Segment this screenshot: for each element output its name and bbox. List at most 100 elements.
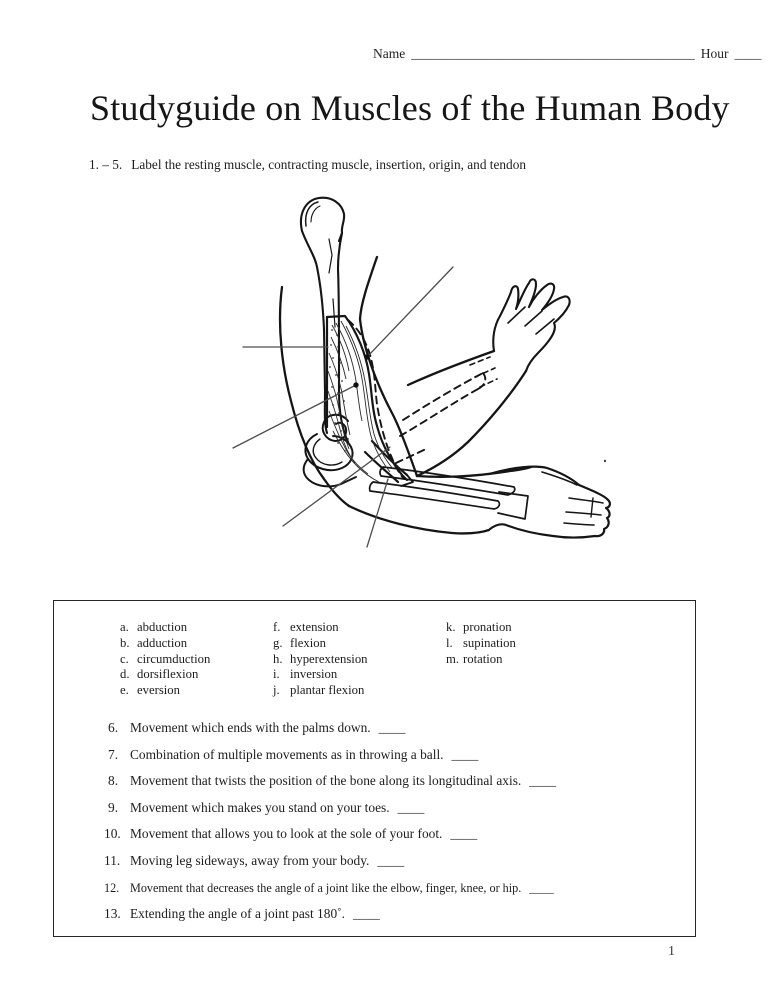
word-bank-column-3: k. pronation l. supination m.rotation	[446, 620, 516, 667]
word-bank-term: rotation	[463, 651, 503, 666]
question-row: 8. Movement that twists the position of t…	[104, 768, 556, 795]
answer-blank: ____	[450, 826, 478, 842]
question-text: Extending the angle of a joint past 180˚…	[130, 906, 345, 922]
word-bank-term: abduction	[137, 620, 188, 634]
raised-open-hand	[492, 278, 571, 373]
question-text: Movement which ends with the palms down.	[130, 720, 371, 735]
answer-blank: ____	[529, 773, 557, 789]
word-bank-letter: f.	[273, 620, 281, 634]
question-number: 9.	[108, 799, 119, 815]
question-text: Movement that allows you to look at the …	[130, 826, 443, 842]
muscle-fiber-hatching	[327, 320, 394, 483]
word-bank-term: dorsiflexion	[137, 667, 199, 682]
question-number: 13.	[104, 906, 121, 922]
name-hour-header: Name____________________________________…	[373, 46, 761, 62]
word-bank-term: flexion	[290, 635, 326, 650]
leader-line-contracting-muscle	[232, 384, 357, 449]
name-line: ________________________________________…	[411, 46, 695, 61]
question-row: 9. Movement which makes you stand on your…	[104, 795, 556, 822]
instruction-line: 1. – 5. Label the resting muscle, contrac…	[89, 157, 526, 173]
contracting-muscle	[325, 314, 414, 487]
question-text: Movement that twists the position of the…	[130, 773, 522, 789]
answer-blank: ____	[352, 906, 380, 922]
word-bank-column-2: f. extension g. flexion h. hyperextension i…	[273, 620, 368, 699]
arm-diagram-figure	[220, 195, 630, 575]
muscle-stipple-dots	[329, 329, 353, 458]
word-bank-letter: j.	[273, 683, 280, 698]
word-bank-item: g. flexion	[273, 636, 368, 652]
forearm-bones	[368, 466, 529, 520]
word-bank-item: j. plantar flexion	[273, 683, 368, 699]
answer-blank: ____	[397, 799, 425, 815]
question-row: 13. Extending the angle of a joint past 1…	[104, 901, 556, 928]
question-text: Combination of multiple movements as in …	[130, 746, 444, 762]
answer-blank: ____	[529, 880, 554, 895]
page-number: 1	[668, 944, 675, 959]
word-bank-letter: g.	[273, 635, 283, 650]
word-bank-item: a. abduction	[120, 620, 210, 636]
answer-blank: ____	[378, 720, 406, 735]
leader-line-dots	[353, 354, 370, 388]
answer-blank: ____	[377, 852, 405, 868]
word-bank-letter: a.	[120, 620, 129, 634]
resting-muscle-dashed-outline	[347, 319, 487, 480]
word-bank-item: i. inversion	[273, 667, 368, 683]
question-row: 10. Movement that allows you to look at t…	[104, 821, 556, 848]
word-bank-letter: d.	[120, 667, 130, 682]
word-bank-item: k. pronation	[446, 620, 516, 636]
word-bank-term: eversion	[137, 683, 180, 698]
word-bank-term: hyperextension	[290, 651, 368, 666]
instruction-range: 1. – 5.	[89, 157, 123, 172]
name-label: Name	[373, 46, 406, 61]
question-row: 11. Moving leg sideways, away from your b…	[104, 848, 556, 875]
word-bank-letter: c.	[120, 651, 129, 666]
word-bank-letter: e.	[120, 683, 129, 698]
question-number: 6.	[108, 720, 119, 735]
raised-forearm	[406, 349, 528, 478]
question-text: Movement which makes you stand on your t…	[130, 799, 390, 815]
word-bank-term: inversion	[290, 667, 338, 682]
question-number: 10.	[104, 826, 121, 842]
word-bank-letter: l.	[446, 635, 453, 650]
word-bank-term: extension	[290, 620, 339, 634]
extended-hand	[487, 465, 611, 539]
question-box: a.abduction b.adduction c.circumduction …	[53, 600, 696, 937]
leader-line-insertion	[366, 478, 389, 548]
wrist-dash-marks	[469, 356, 498, 388]
question-number: 12.	[104, 880, 120, 895]
word-bank-term: plantar flexion	[290, 683, 365, 698]
word-bank-letter: i.	[273, 667, 280, 682]
question-number: 11.	[104, 852, 121, 868]
word-bank-letter: k.	[446, 620, 456, 634]
word-bank-item: h. hyperextension	[273, 652, 368, 668]
leader-line-resting-muscle	[366, 266, 454, 358]
word-bank-item: c. circumduction	[120, 652, 210, 668]
word-bank-term: supination	[463, 635, 516, 650]
hour-line: ____	[734, 46, 762, 61]
label-leader-lines	[232, 266, 454, 548]
hour-label: Hour	[700, 46, 729, 61]
question-row: 6. Movement which ends with the palms dow…	[104, 715, 556, 742]
question-row: 12. Movement that decreases the angle of …	[104, 875, 556, 902]
question-row: 7. Combination of multiple movements as i…	[104, 742, 556, 769]
word-bank-term: pronation	[463, 620, 512, 634]
word-bank-item: l. supination	[446, 636, 516, 652]
instruction-text: Label the resting muscle, contracting mu…	[131, 157, 526, 172]
ink-speck	[603, 459, 607, 463]
word-bank-item: m.rotation	[446, 652, 516, 668]
word-bank-letter: h.	[273, 651, 283, 666]
word-bank-item: f. extension	[273, 620, 368, 636]
questions-list: 6. Movement which ends with the palms dow…	[104, 715, 556, 928]
humerus-bone	[299, 196, 350, 444]
word-bank-item: e. eversion	[120, 683, 210, 699]
page-title: Studyguide on Muscles of the Human Body	[90, 88, 730, 128]
question-text: Moving leg sideways, away from your body…	[130, 852, 370, 868]
question-number: 7.	[108, 746, 119, 762]
leader-line-tendon	[282, 446, 391, 527]
word-bank-term: adduction	[137, 635, 188, 650]
elbow-joint-bones	[302, 413, 357, 488]
question-text: Movement that decreases the angle of a j…	[130, 880, 522, 895]
question-number: 8.	[108, 773, 119, 789]
word-bank-letter: b.	[120, 635, 130, 650]
word-bank-term: circumduction	[137, 651, 211, 666]
